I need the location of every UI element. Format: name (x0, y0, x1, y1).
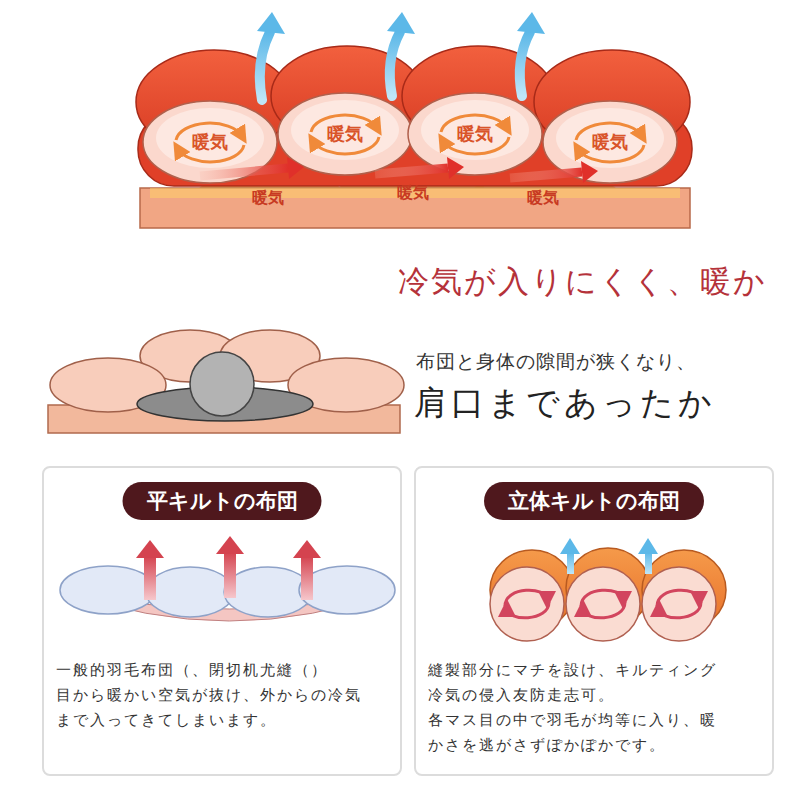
warm-air-label: 暖気 (397, 183, 429, 203)
panel-heading-pill: 立体キルトの布団 (484, 482, 704, 520)
warm-air-text: 暖気 (327, 123, 363, 145)
box-quilt (490, 538, 726, 641)
panel-heading: 立体キルトの布団 (508, 489, 680, 513)
flow-arrow (200, 157, 598, 183)
warm-air-label: 暖気 (527, 188, 559, 208)
caption-text: 布団と身体の隙間が狭くなり、 (416, 350, 696, 374)
warm-air-text: 暖気 (592, 131, 628, 153)
comparison-panel: 縫製部分にマチを設け、キルティング 冷気の侵入友防走志可。 各マス目の中で羽毛が… (414, 466, 774, 776)
panel-heading: 平キルトの布団 (147, 489, 298, 513)
panel-heading-pill: 平キルトの布団 (123, 482, 322, 520)
warm-air-text: 暖気 (192, 131, 228, 153)
warm-air-oval: 暖気 (277, 92, 413, 176)
sleeper-figure (48, 330, 404, 433)
panel-body-text: 一般的羽毛布団（、閉切机尤縫（） 目から暖かい空気が抜け、外からの冷気 まで入っ… (56, 658, 390, 733)
warm-air-oval: 暖気 (542, 100, 678, 184)
warm-air-oval: 暖気 (407, 92, 543, 176)
headline: 冷気が入りにくく、暖か (398, 262, 767, 301)
comparison-panel: 一般的羽毛布団（、閉切机尤縫（） 目から暖かい空気が抜け、外からの冷気 まで入っ… (42, 466, 402, 776)
caption-text: 肩口まであったか (414, 382, 716, 423)
top-futon (136, 12, 692, 228)
panel-body-text: 縫製部分にマチを設け、キルティング 冷気の侵入友防走志可。 各マス目の中で羽毛が… (428, 658, 762, 758)
warm-air-oval: 暖気 (142, 100, 278, 184)
warm-air-text: 暖気 (457, 123, 493, 145)
warm-air-label: 暖気 (252, 188, 284, 208)
flat-quilt (60, 536, 395, 621)
